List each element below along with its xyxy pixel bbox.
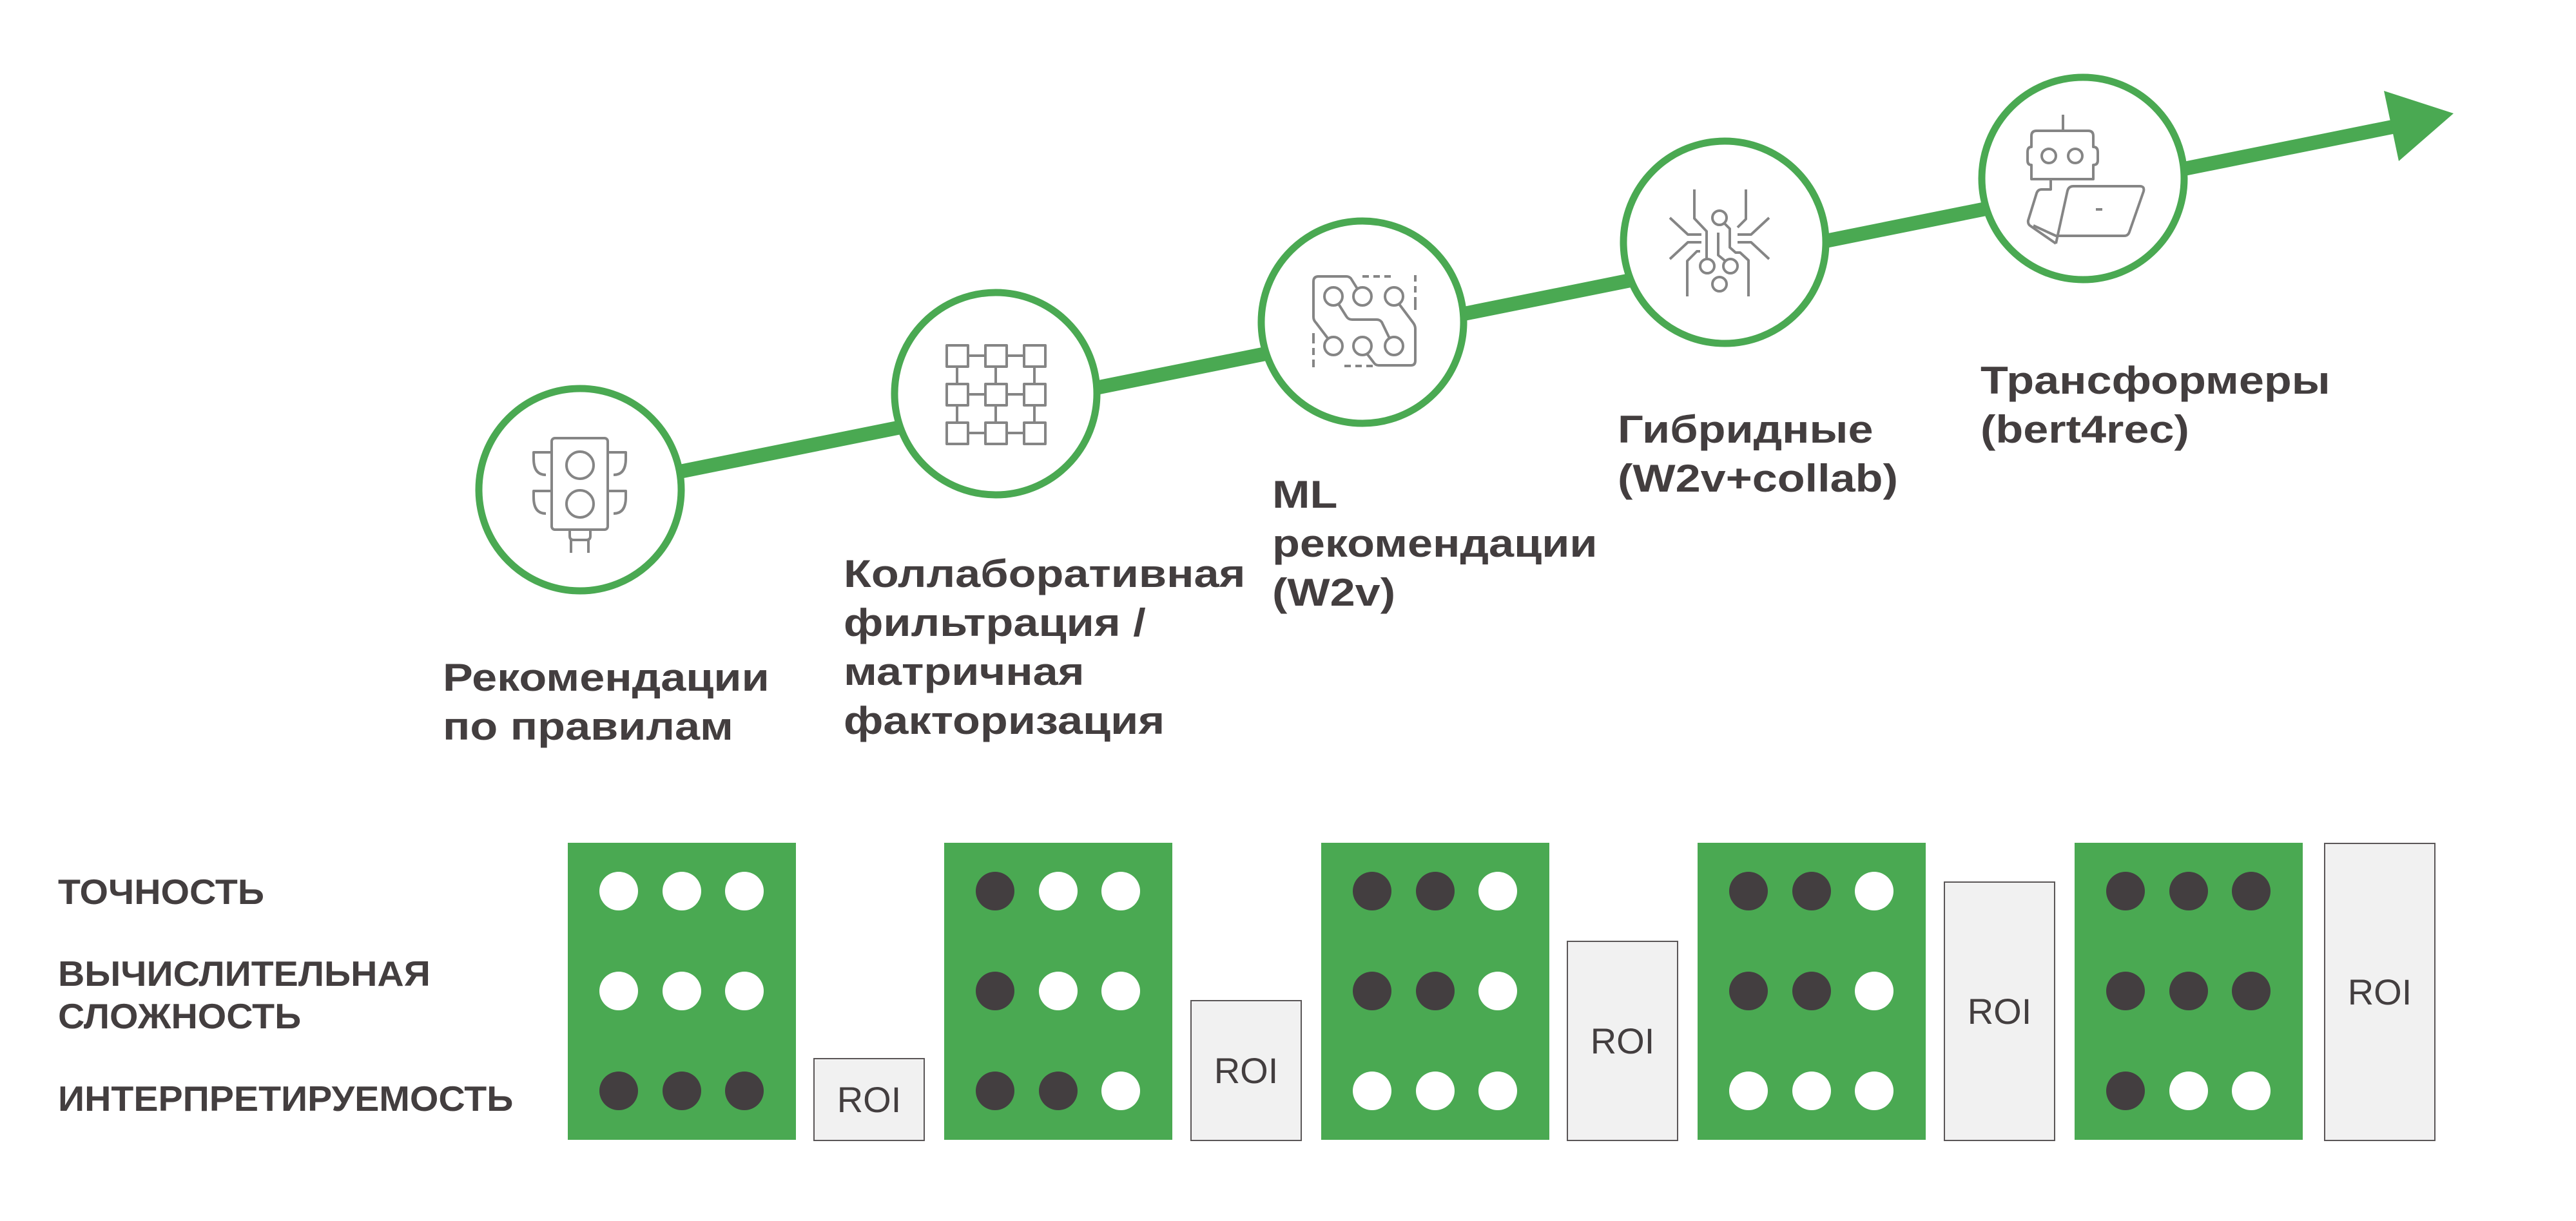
rating-dot-filled <box>2232 972 2271 1010</box>
rating-dot-empty <box>1416 1072 1455 1110</box>
rating-dot-empty <box>2232 1072 2271 1110</box>
rating-dot-empty <box>599 972 638 1010</box>
rating-dot-filled <box>2106 1072 2145 1110</box>
rating-dot-empty <box>1101 1072 1140 1110</box>
rating-dot-filled <box>2169 872 2208 910</box>
rating-dot-filled <box>2169 972 2208 1010</box>
rating-dot-empty <box>1353 1072 1391 1110</box>
robot-laptop-icon <box>2026 115 2145 245</box>
roi-label: ROI <box>1214 1050 1279 1091</box>
roi-bar-1: ROI <box>813 1058 925 1141</box>
stage-label-line: Рекомендации <box>443 656 770 699</box>
stage-label-4: Гибридные (W2v+collab) <box>1618 405 1898 503</box>
stage-label-5: Трансформеры (bert4rec) <box>1980 356 2330 454</box>
rating-dot-filled <box>976 972 1014 1010</box>
rating-dot-filled <box>976 1072 1014 1110</box>
stage-label-line: фильтрация / <box>844 601 1146 644</box>
rating-dot-empty <box>725 872 764 910</box>
roi-bar-4: ROI <box>1944 881 2055 1141</box>
rating-dot-empty <box>599 872 638 910</box>
rating-dot-empty <box>663 972 701 1010</box>
rating-dot-filled <box>2106 872 2145 910</box>
stage-circle-3 <box>1257 217 1467 427</box>
rating-box-4 <box>1698 843 1926 1140</box>
rating-dot-empty <box>725 972 764 1010</box>
rating-dot-empty <box>1792 1072 1831 1110</box>
rating-box-2 <box>944 843 1172 1140</box>
roi-bar-2: ROI <box>1190 1000 1302 1141</box>
stage-label-line: (W2v+collab) <box>1618 457 1898 500</box>
rating-dot-filled <box>725 1072 764 1110</box>
rating-dot-filled <box>976 872 1014 910</box>
roi-bar-3: ROI <box>1567 941 1678 1141</box>
roi-label: ROI <box>837 1079 902 1120</box>
rating-dot-filled <box>663 1072 701 1110</box>
rating-dot-filled <box>1039 1072 1078 1110</box>
stage-label-line: матричная <box>844 650 1085 693</box>
criterion-label-line: ИНТЕРПРЕТИРУЕМОСТЬ <box>58 1079 514 1119</box>
rating-dot-filled <box>1353 972 1391 1010</box>
rating-dot-empty <box>663 872 701 910</box>
stage-label-line: Гибридные <box>1618 408 1874 451</box>
stage-label-line: ML <box>1272 473 1338 516</box>
circuit-board-icon <box>1312 275 1417 367</box>
rating-dot-empty <box>1478 1072 1517 1110</box>
rating-dot-filled <box>1416 872 1455 910</box>
rating-dot-empty <box>1101 872 1140 910</box>
criterion-label-1: ТОЧНОСТЬ <box>58 870 264 913</box>
rating-dot-empty <box>1478 972 1517 1010</box>
roi-label: ROI <box>1967 990 2032 1032</box>
roi-label: ROI <box>2347 971 2412 1012</box>
rating-dot-empty <box>1478 872 1517 910</box>
stage-label-2: Коллаборативная фильтрация / матричная факт… <box>844 550 1245 745</box>
rating-dot-empty <box>1039 972 1078 1010</box>
stage-label-line: по правилам <box>443 705 733 748</box>
rating-dot-filled <box>1729 972 1768 1010</box>
rating-dot-empty <box>1855 1072 1893 1110</box>
rating-box-1 <box>568 843 796 1140</box>
rating-dot-filled <box>2106 972 2145 1010</box>
roi-bar-5: ROI <box>2324 843 2436 1141</box>
grid-network-icon <box>945 344 1047 445</box>
rating-box-3 <box>1321 843 1549 1140</box>
rating-dot-filled <box>1353 872 1391 910</box>
criterion-label-line: ТОЧНОСТЬ <box>58 872 264 912</box>
rating-dot-empty <box>1039 872 1078 910</box>
neural-chip-icon <box>1669 189 1770 296</box>
rating-dot-filled <box>599 1072 638 1110</box>
rating-box-5 <box>2075 843 2303 1140</box>
rating-dot-empty <box>1855 972 1893 1010</box>
rating-dot-empty <box>2169 1072 2208 1110</box>
roi-label: ROI <box>1590 1020 1655 1061</box>
rating-dot-empty <box>1855 872 1893 910</box>
rating-dot-filled <box>1792 872 1831 910</box>
stage-label-3: ML рекомендации (W2v) <box>1272 470 1598 617</box>
rating-dot-empty <box>1729 1072 1768 1110</box>
stage-label-1: Рекомендации по правилам <box>443 653 770 751</box>
rating-dot-filled <box>1416 972 1455 1010</box>
criterion-label-line: ВЫЧИСЛИТЕЛЬНАЯ <box>58 954 431 994</box>
rating-dot-filled <box>2232 872 2271 910</box>
rating-dot-empty <box>1101 972 1140 1010</box>
criterion-label-line: СЛОЖНОСТЬ <box>58 996 302 1036</box>
stage-label-line: факторизация <box>844 699 1165 742</box>
stage-label-line: Коллаборативная <box>844 552 1246 595</box>
stage-label-line: (W2v) <box>1272 571 1396 614</box>
arrow-head <box>2384 91 2454 161</box>
rating-dot-filled <box>1729 872 1768 910</box>
traffic-light-icon <box>532 437 627 553</box>
stage-circle-2 <box>891 289 1101 499</box>
criterion-label-3: ИНТЕРПРЕТИРУЕМОСТЬ <box>58 1077 513 1120</box>
stage-label-line: (bert4rec) <box>1980 408 2189 451</box>
stage-label-line: Трансформеры <box>1980 359 2330 402</box>
stage-circle-4 <box>1620 137 1830 347</box>
rating-dot-filled <box>1792 972 1831 1010</box>
stage-label-line: рекомендации <box>1272 522 1598 565</box>
